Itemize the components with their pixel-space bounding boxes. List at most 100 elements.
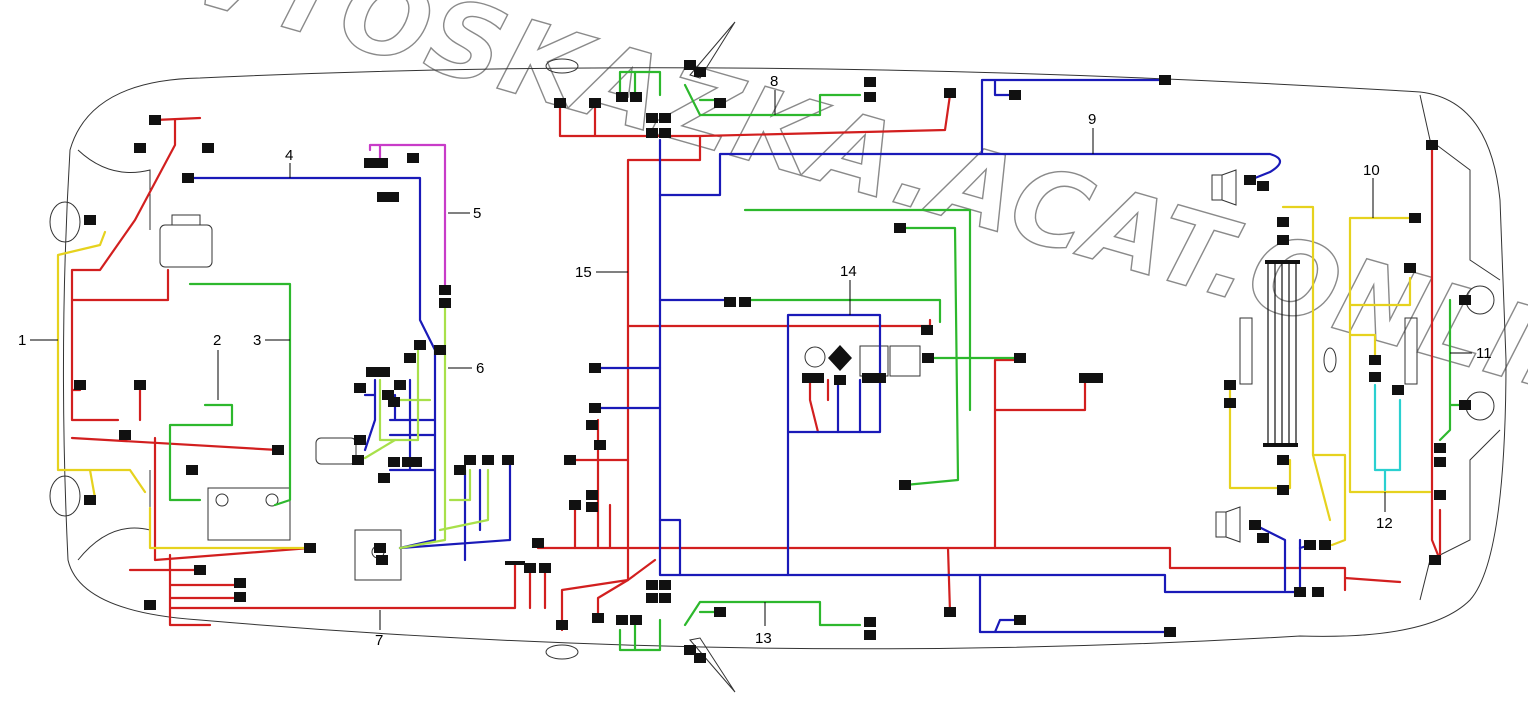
connector xyxy=(1294,587,1306,597)
connector xyxy=(646,593,658,603)
wire-cyan xyxy=(1373,383,1402,492)
connector xyxy=(646,128,658,138)
connector xyxy=(812,373,824,383)
headlamp-left-top xyxy=(49,201,81,243)
door-handle-top xyxy=(545,58,579,74)
connector xyxy=(387,192,399,202)
connector xyxy=(410,457,422,467)
connector xyxy=(1277,455,1289,465)
connector xyxy=(864,630,876,640)
connector xyxy=(659,128,671,138)
connector xyxy=(564,455,576,465)
callout-13: 13 xyxy=(755,630,772,647)
speaker-bottom-right xyxy=(1215,506,1241,543)
callout-3: 3 xyxy=(253,332,261,349)
connector xyxy=(364,158,376,168)
connector xyxy=(1392,385,1404,395)
connector xyxy=(1224,380,1236,390)
connector xyxy=(1159,75,1171,85)
connector xyxy=(149,115,161,125)
connector xyxy=(1257,181,1269,191)
connector xyxy=(1014,353,1026,363)
connector xyxy=(194,565,206,575)
connector xyxy=(1257,533,1269,543)
connector xyxy=(659,593,671,603)
wire-green-13 xyxy=(618,600,862,652)
callout-1: 1 xyxy=(18,332,26,349)
connector xyxy=(646,113,658,123)
connector xyxy=(659,113,671,123)
relay-box xyxy=(354,529,402,581)
connector xyxy=(589,363,601,373)
connector xyxy=(592,613,604,623)
connector xyxy=(539,563,551,573)
wire-yellow-1 xyxy=(56,230,147,500)
washer-reservoir xyxy=(159,224,213,268)
connector xyxy=(134,380,146,390)
connector xyxy=(554,98,566,108)
connector xyxy=(1459,400,1471,410)
connector xyxy=(434,345,446,355)
connector xyxy=(378,473,390,483)
washer-cap xyxy=(171,214,201,226)
connector xyxy=(694,67,706,77)
callout-8: 8 xyxy=(770,73,778,90)
connector xyxy=(616,92,628,102)
connector xyxy=(482,455,494,465)
connector xyxy=(739,297,751,307)
connector xyxy=(366,367,378,377)
connector xyxy=(234,592,246,602)
callout-5: 5 xyxy=(473,205,481,222)
battery xyxy=(207,487,291,541)
connector xyxy=(1404,263,1416,273)
connector xyxy=(134,143,146,153)
connector xyxy=(394,380,406,390)
connector xyxy=(388,457,400,467)
connector xyxy=(556,620,568,630)
connector xyxy=(694,653,706,663)
connector xyxy=(1277,235,1289,245)
callout-7: 7 xyxy=(375,632,383,649)
connector xyxy=(377,192,389,202)
connector xyxy=(684,60,696,70)
connector xyxy=(1312,587,1324,597)
connector xyxy=(1429,555,1441,565)
connector xyxy=(304,543,316,553)
connector xyxy=(1319,540,1331,550)
connector xyxy=(532,538,544,548)
connector xyxy=(382,390,394,400)
connector xyxy=(864,92,876,102)
callout-15: 15 xyxy=(575,264,592,281)
connector xyxy=(376,555,388,565)
connector xyxy=(586,490,598,500)
connector xyxy=(439,298,451,308)
wire-lightgreen-6 xyxy=(378,298,447,550)
wire-red-center-15 xyxy=(536,546,1402,592)
connector xyxy=(1434,490,1446,500)
headlamp-left-bottom xyxy=(49,475,81,517)
wire-red-rear xyxy=(1430,143,1442,562)
connector xyxy=(874,373,886,383)
connector xyxy=(404,353,416,363)
connector xyxy=(119,430,131,440)
connector xyxy=(616,615,628,625)
connector xyxy=(1009,90,1021,100)
connector xyxy=(464,455,476,465)
connector xyxy=(864,617,876,627)
connector xyxy=(407,153,419,163)
connector xyxy=(524,563,536,573)
connector xyxy=(84,215,96,225)
connector xyxy=(84,495,96,505)
connector xyxy=(402,457,414,467)
connector xyxy=(186,465,198,475)
door-handle-bottom xyxy=(545,644,579,660)
connector xyxy=(354,435,366,445)
wire-red-main-7 xyxy=(128,553,547,627)
callout-6: 6 xyxy=(476,360,484,377)
wire-magenta-5 xyxy=(368,143,447,287)
connector xyxy=(714,98,726,108)
connector xyxy=(1224,398,1236,408)
starter-motor xyxy=(315,437,357,465)
connector xyxy=(1459,295,1471,305)
